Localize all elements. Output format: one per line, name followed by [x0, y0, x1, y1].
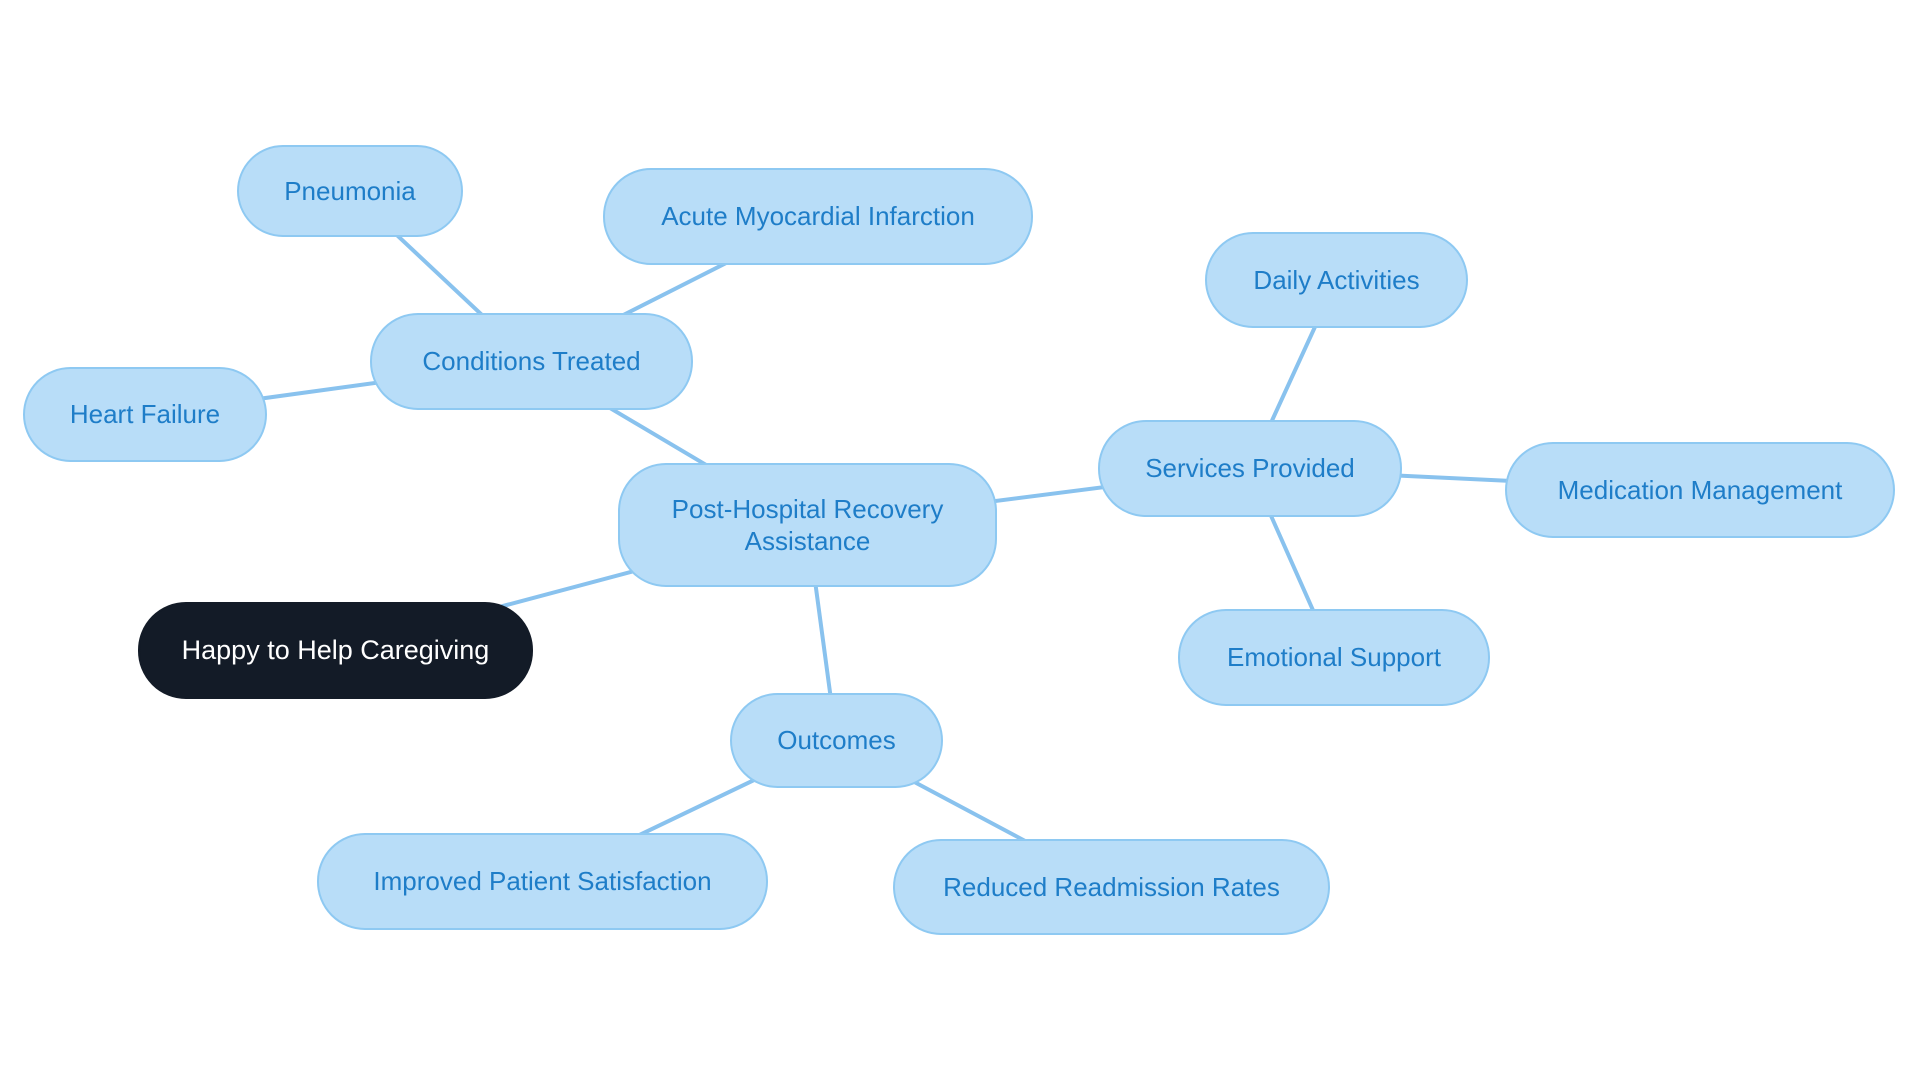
node-label-readmission: Reduced Readmission Rates — [943, 871, 1280, 902]
mindmap-node-outcomes[interactable]: Outcomes — [730, 693, 943, 788]
mindmap-node-emotional[interactable]: Emotional Support — [1178, 609, 1490, 706]
node-label-root: Happy to Help Caregiving — [181, 634, 490, 665]
mindmap-node-root[interactable]: Happy to Help Caregiving — [138, 602, 533, 699]
mindmap-node-heart-failure[interactable]: Heart Failure — [23, 367, 267, 462]
node-label-daily: Daily Activities — [1253, 264, 1420, 295]
mindmap-node-ami[interactable]: Acute Myocardial Infarction — [603, 168, 1033, 265]
node-label-services: Services Provided — [1145, 453, 1355, 484]
mindmap-node-daily[interactable]: Daily Activities — [1205, 232, 1468, 328]
node-label-emotional: Emotional Support — [1227, 642, 1441, 673]
node-label-heart-failure: Heart Failure — [69, 399, 221, 430]
mindmap-node-satisfaction[interactable]: Improved Patient Satisfaction — [317, 833, 768, 930]
mindmap-node-conditions[interactable]: Conditions Treated — [370, 313, 693, 410]
node-label-satisfaction: Improved Patient Satisfaction — [373, 866, 712, 897]
node-label-conditions: Conditions Treated — [422, 346, 641, 377]
mindmap-node-center[interactable]: Post-Hospital Recovery Assistance — [618, 463, 997, 587]
node-label-center: Post-Hospital Recovery Assistance — [671, 493, 944, 557]
mindmap-node-readmission[interactable]: Reduced Readmission Rates — [893, 839, 1330, 935]
mindmap-node-pneumonia[interactable]: Pneumonia — [237, 145, 463, 237]
node-label-ami: Acute Myocardial Infarction — [661, 201, 975, 232]
mindmap-node-services[interactable]: Services Provided — [1098, 420, 1402, 517]
mindmap-node-medication[interactable]: Medication Management — [1505, 442, 1895, 538]
node-label-medication: Medication Management — [1557, 474, 1843, 505]
node-label-outcomes: Outcomes — [777, 725, 896, 756]
node-label-pneumonia: Pneumonia — [284, 175, 416, 206]
